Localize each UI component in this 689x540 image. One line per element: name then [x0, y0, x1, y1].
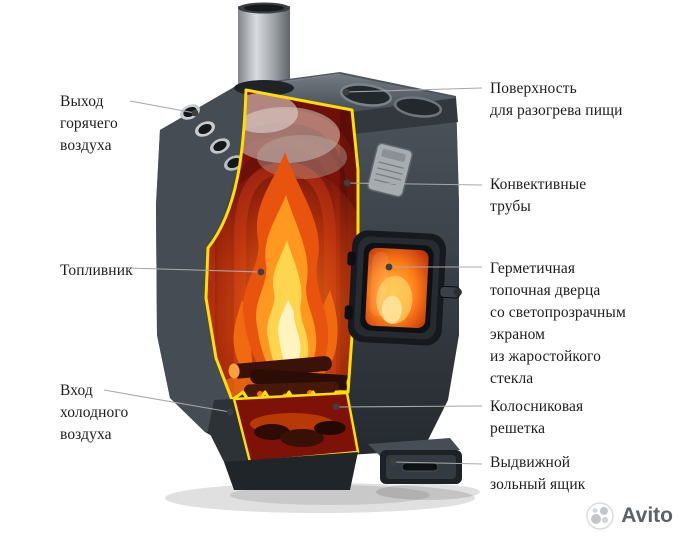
base-pedestal: [224, 452, 358, 490]
label-convective-pipes: Конвективные трубы: [490, 176, 587, 215]
label-ash-drawer: Выдвижной зольный ящик: [490, 454, 586, 493]
label-firebox: Топливник: [60, 262, 133, 279]
drawer-handle-icon: [401, 462, 439, 472]
air-vents-icon: [180, 104, 244, 171]
label-hot-air-outlet: Выход горячего воздуха: [60, 93, 118, 154]
ash-chamber: [208, 391, 360, 490]
door-handle-icon: [439, 285, 462, 299]
label-sealed-door: Герметичная топочная дверца со светопроз…: [490, 260, 626, 387]
callout-dots: [191, 88, 397, 466]
label-cold-air-inlet: Вход холодного воздуха: [60, 382, 129, 443]
ash-drawer-box: [368, 438, 462, 484]
avito-watermark: Avito: [582, 500, 677, 532]
door-hinge-icon: [347, 251, 356, 266]
cutaway-interior: [204, 88, 360, 413]
avito-logo-icon: [586, 502, 615, 530]
watermark-brand-text: Avito: [621, 504, 673, 527]
cut-edge-grate-zigzag: [204, 88, 360, 413]
door-hinge-icon: [344, 305, 353, 320]
callout-lines: [103, 87, 483, 465]
fire-door: [344, 230, 462, 346]
label-heating-surface: Поверхность для разогрева пищи: [490, 80, 623, 119]
burner-cap-icon: [339, 83, 443, 118]
label-grate: Колосниковая решетка: [490, 398, 584, 437]
chimney-pipe-icon: [238, 2, 290, 92]
